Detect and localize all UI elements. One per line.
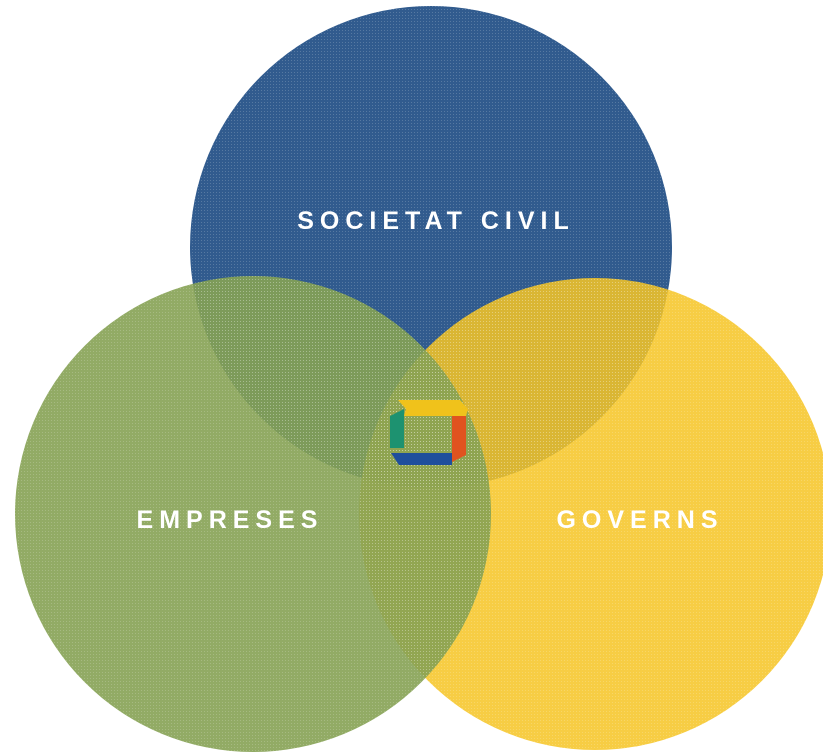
logo-right-segment [452, 416, 466, 462]
logo-bottom-segment [391, 453, 452, 465]
logo-top-face [404, 409, 468, 416]
logo-top-segment [398, 400, 468, 409]
empreses-label: EMPRESES [137, 506, 324, 534]
square-ring-logo-icon [390, 400, 468, 465]
logo-left-segment [390, 409, 404, 448]
dot-texture [15, 6, 823, 752]
societat-civil-label: SOCIETAT CIVIL [297, 207, 575, 235]
governs-label: GOVERNS [556, 506, 723, 534]
